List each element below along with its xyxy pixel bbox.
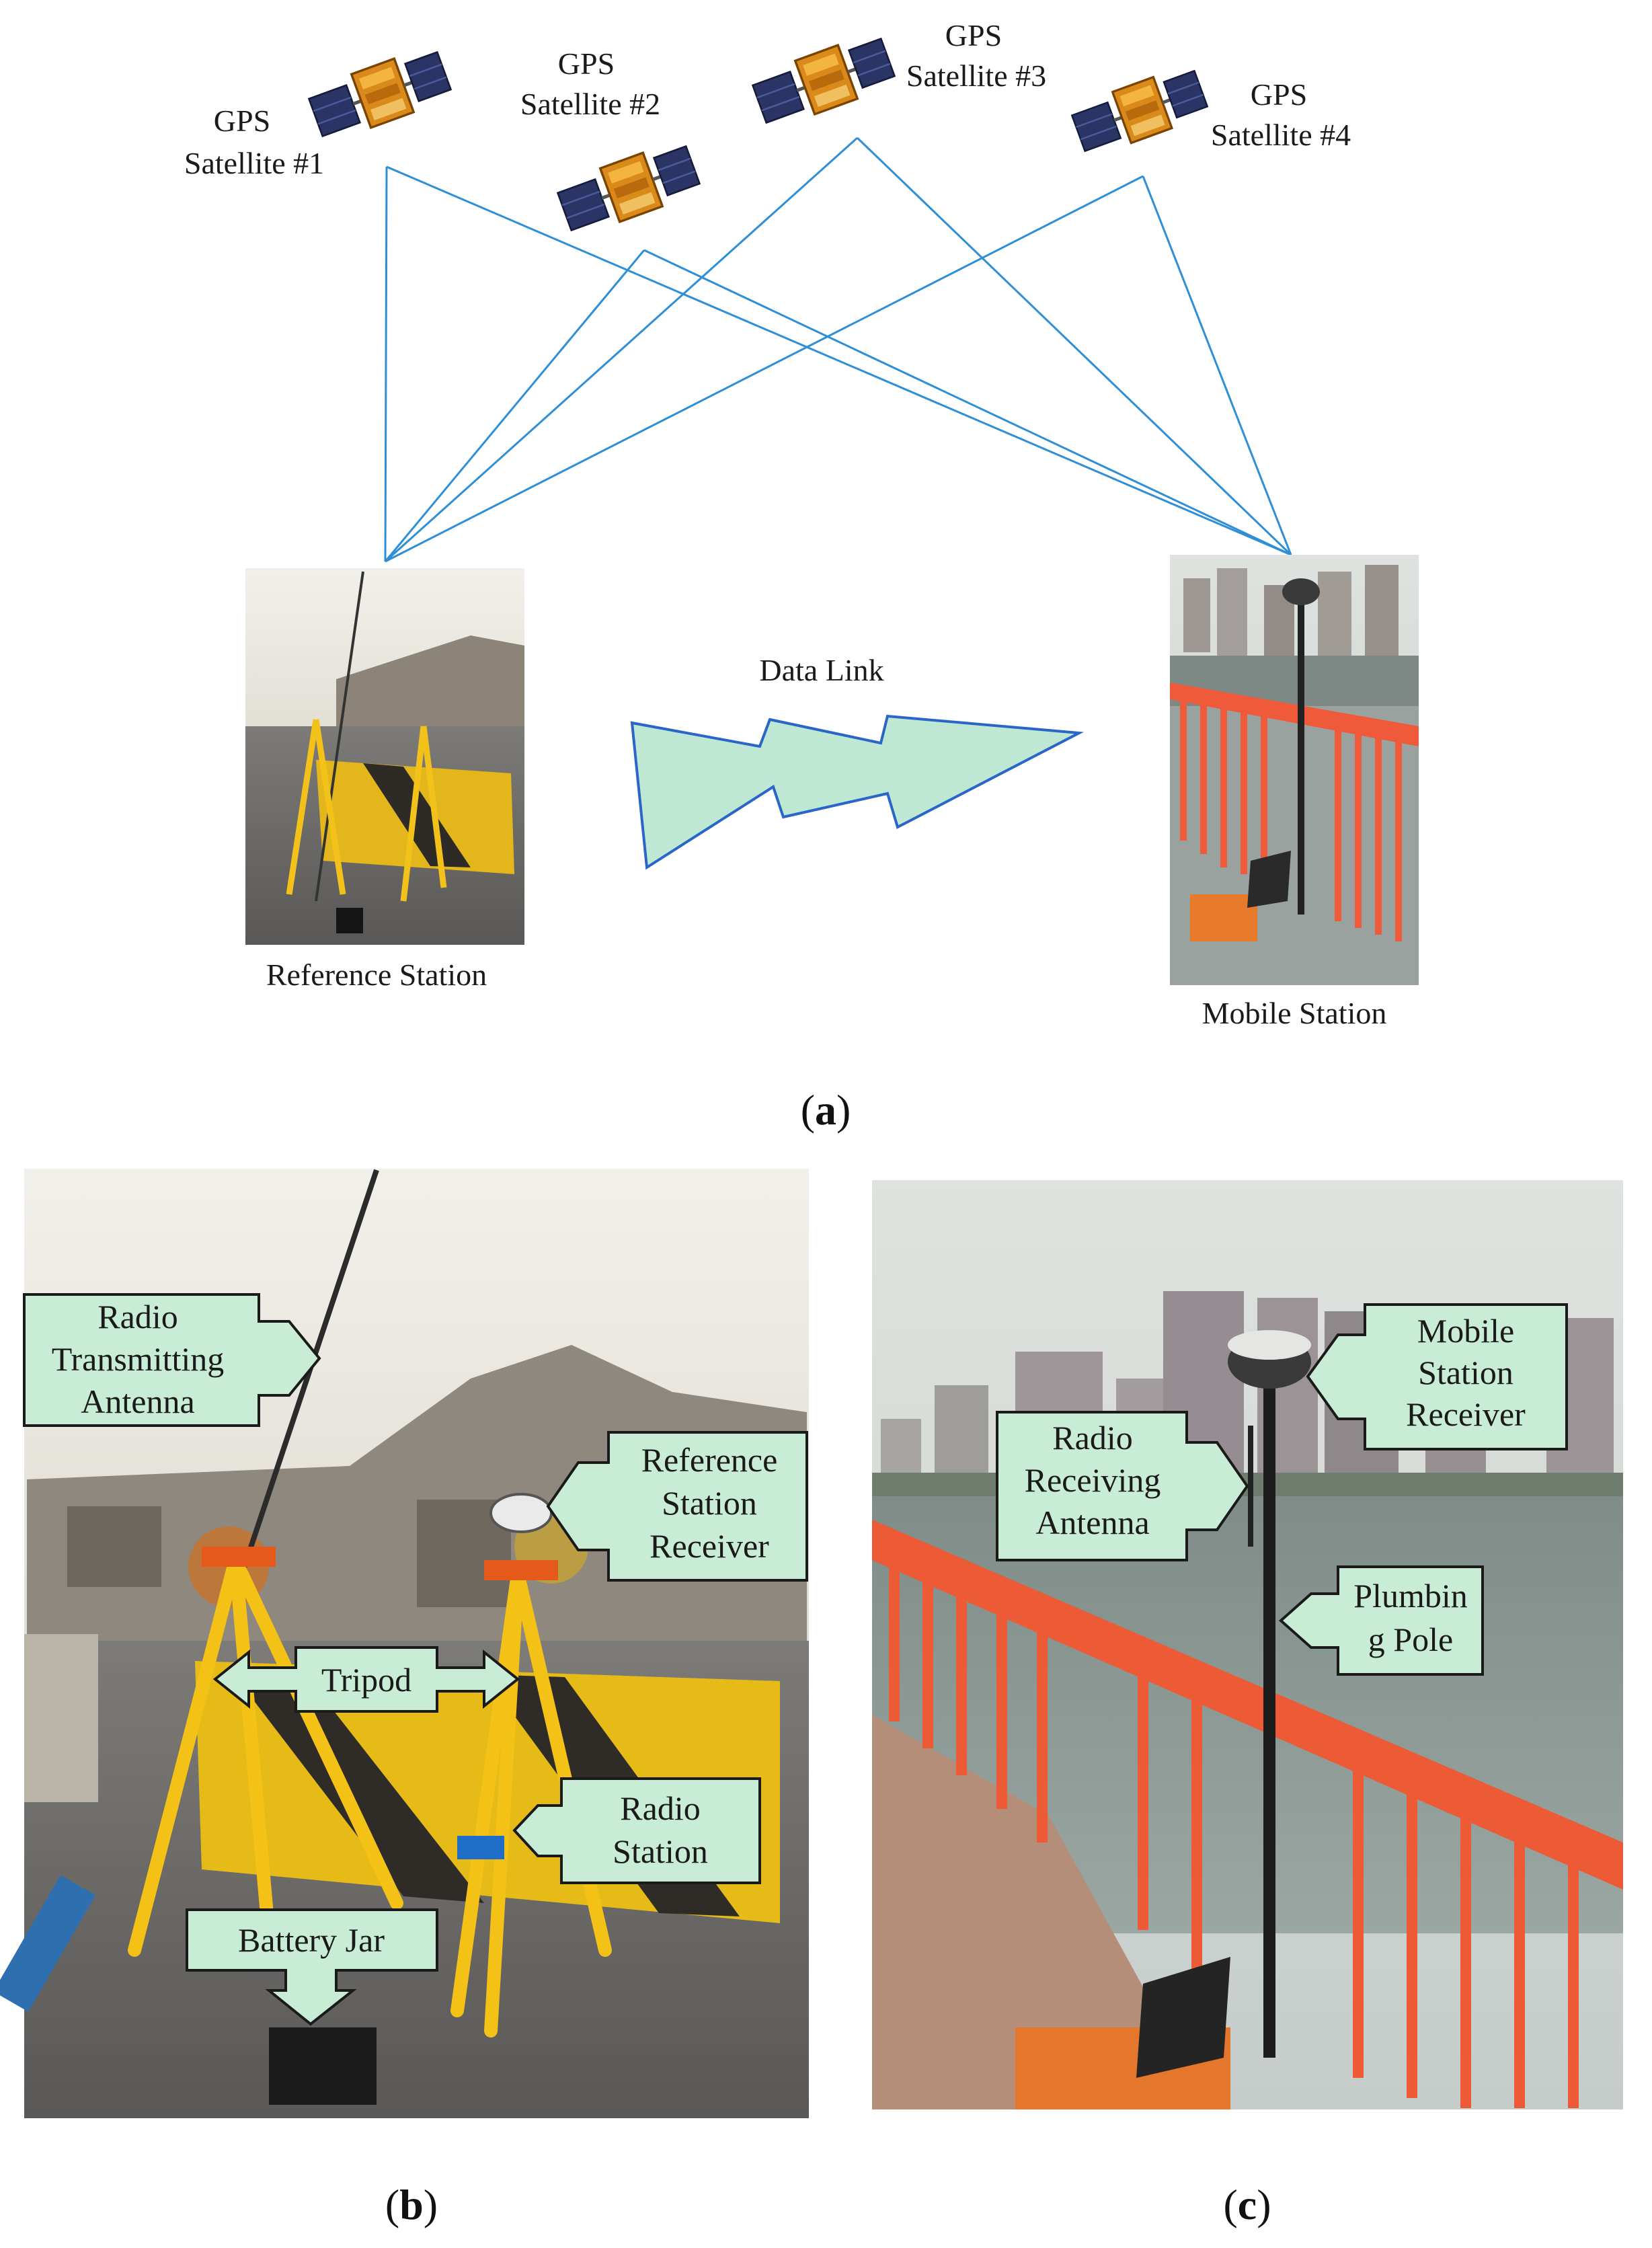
radio-station-callout-line2: Station bbox=[613, 1832, 708, 1870]
callout-battery-jar: Battery Jar bbox=[186, 1908, 438, 2026]
pole-callout-line1: Plumbin bbox=[1353, 1577, 1467, 1615]
signal-line-sat1-reference bbox=[384, 166, 388, 562]
signal-line-sat4-reference bbox=[385, 175, 1144, 563]
mobile-receiver-callout-line1: Mobile bbox=[1417, 1312, 1514, 1350]
signal-line-sat3-reference bbox=[384, 137, 859, 563]
signal-line-sat3-mobile bbox=[856, 137, 1292, 556]
gps-satellite-2-icon bbox=[555, 139, 703, 239]
satellite-2-label-line2: Satellite #2 bbox=[520, 87, 660, 121]
satellite-4-label-line1: GPS bbox=[1251, 77, 1307, 112]
panel-b: Radio Transmitting Antenna Reference Sta… bbox=[0, 1169, 809, 2228]
callout-radio-station: Radio Station bbox=[512, 1777, 761, 1884]
data-link-bolt bbox=[630, 714, 1085, 870]
receiver-callout-line2: Station bbox=[662, 1484, 757, 1522]
mobile-receiver-callout-line2: Station bbox=[1418, 1354, 1513, 1391]
reference-station-photo bbox=[245, 568, 524, 945]
signal-lines bbox=[384, 137, 1292, 563]
callout-radio-receiving-antenna: Radio Receiving Antenna bbox=[996, 1411, 1249, 1561]
panel-a: GPS Satellite #1 GPS Satellite #2 GPS Sa… bbox=[184, 18, 1419, 1134]
reference-station-label: Reference Station bbox=[266, 958, 487, 992]
callout-tripod: Tripod bbox=[212, 1646, 520, 1713]
satellite-2-label-line1: GPS bbox=[558, 46, 615, 81]
panel-c-letter: c bbox=[1238, 2181, 1257, 2228]
panel-c: Mobile Station Receiver Radio Receiving … bbox=[872, 1180, 1623, 2228]
radio-antenna-callout-line1: Radio bbox=[1052, 1419, 1132, 1457]
panel-a-letter: a bbox=[815, 1086, 836, 1134]
data-link-label: Data Link bbox=[759, 653, 883, 687]
radio-antenna-callout-line3: Antenna bbox=[1035, 1504, 1149, 1541]
satellite-1-label-line2: Satellite #1 bbox=[184, 146, 324, 180]
receiver-callout-line1: Reference bbox=[641, 1441, 778, 1479]
pole-callout-line2: g Pole bbox=[1368, 1621, 1453, 1658]
antenna-callout-line2: Transmitting bbox=[52, 1340, 225, 1378]
callout-reference-station-receiver: Reference Station Receiver bbox=[546, 1431, 808, 1582]
panel-c-photo bbox=[872, 1180, 1623, 2109]
satellite-3-label-line1: GPS bbox=[945, 18, 1002, 52]
antenna-callout-line1: Radio bbox=[97, 1298, 178, 1335]
satellite-3-label-line2: Satellite #3 bbox=[906, 59, 1046, 93]
callout-radio-transmitting-antenna: Radio Transmitting Antenna bbox=[23, 1293, 321, 1427]
mobile-station-label: Mobile Station bbox=[1202, 996, 1387, 1030]
signal-line-sat2-mobile bbox=[643, 249, 1292, 556]
receiver-callout-line3: Receiver bbox=[650, 1527, 769, 1565]
radio-station-callout-line1: Radio bbox=[620, 1789, 700, 1827]
battery-jar-callout: Battery Jar bbox=[238, 1921, 385, 1959]
gps-satellite-4-icon bbox=[1069, 63, 1210, 159]
gps-satellite-3-icon bbox=[750, 31, 898, 131]
gps-satellite-1-icon bbox=[306, 44, 454, 145]
signal-line-sat2-reference bbox=[384, 249, 645, 562]
panel-b-letter: b bbox=[399, 2181, 424, 2228]
panel-a-tag: (a) bbox=[801, 1086, 851, 1134]
signal-line-sat1-mobile bbox=[386, 165, 1292, 556]
tripod-callout: Tripod bbox=[321, 1661, 411, 1699]
panel-b-tag: (b) bbox=[385, 2181, 438, 2228]
satellite-1-label-line1: GPS bbox=[214, 104, 270, 138]
radio-antenna-callout-line2: Receiving bbox=[1025, 1461, 1161, 1499]
satellite-4-label-line2: Satellite #4 bbox=[1211, 118, 1351, 152]
mobile-station-photo bbox=[1170, 555, 1419, 985]
signal-line-sat4-mobile bbox=[1142, 176, 1292, 555]
callout-plumbing-pole: Plumbin g Pole bbox=[1278, 1565, 1484, 1676]
panel-c-tag: (c) bbox=[1223, 2181, 1271, 2228]
antenna-callout-line3: Antenna bbox=[81, 1383, 194, 1420]
mobile-receiver-callout-line3: Receiver bbox=[1406, 1395, 1526, 1433]
callout-mobile-station-receiver: Mobile Station Receiver bbox=[1306, 1303, 1568, 1450]
